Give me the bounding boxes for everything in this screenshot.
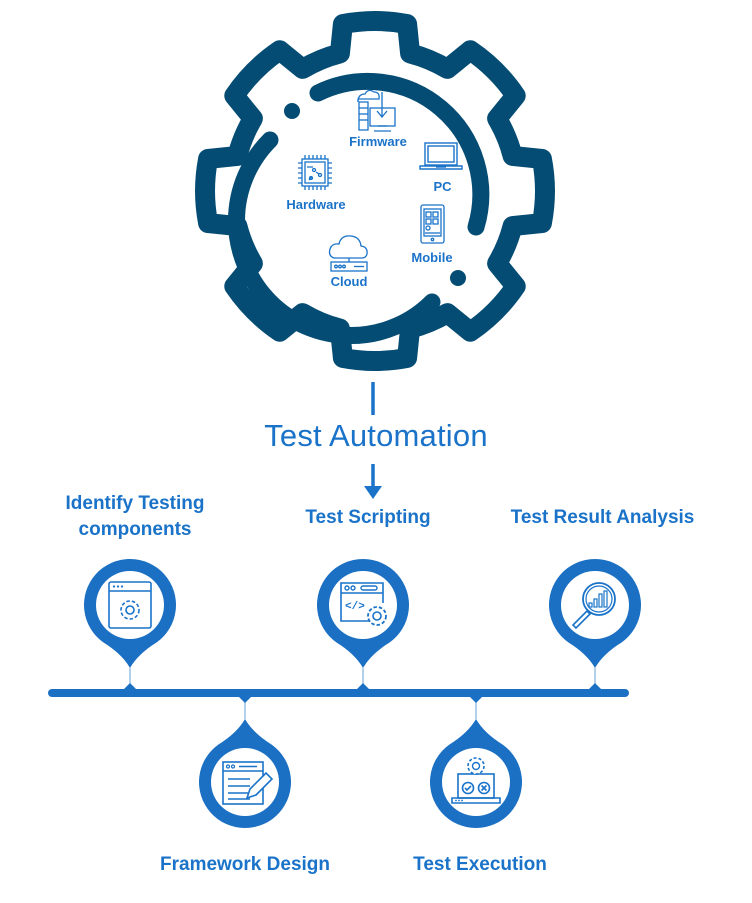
firmware-icon [357,89,396,132]
gear-dot-right [450,270,466,286]
gear-inner-arc-top [309,72,490,236]
gear-label-firmware: Firmware [349,134,407,149]
gear-inner-arc-left [227,131,441,345]
laptop-check-cross-icon [451,757,501,804]
document-pen-icon [222,761,274,805]
step-label-analysis: Test Result Analysis [510,507,695,528]
gear-icon [195,11,555,371]
magnifier-chart-icon [571,582,616,630]
pin-inner-circle [561,571,629,639]
step-label-framework: Framework Design [160,854,330,875]
step-pin-window-gear [84,558,176,690]
step-label-identify: Identify Testing components [30,491,240,543]
code-window-gear-icon: </> [340,582,387,626]
svg-text:</>: </> [345,601,365,613]
step-pin-code-window-gear: </> [317,558,410,690]
step-label-identify-line2: components [78,519,192,540]
arrow-down-icon [364,464,382,499]
gear-label-hardware: Hardware [286,197,346,212]
step-label-scripting: Test Scripting [305,507,431,528]
window-gear-icon [108,581,152,629]
page-title: Test Automation [264,418,488,453]
timeline-notch [356,683,370,690]
pin-inner-circle [96,571,164,639]
gear-label-pc: PC [433,179,452,194]
timeline-notch [123,683,137,690]
timeline-notch [588,683,602,690]
gear-label-cloud: Cloud [330,274,368,289]
step-pin-magnifier-chart [549,558,641,690]
step-label-identify-line1: Identify Testing [65,493,205,514]
step-pin-document-pen [199,696,291,829]
step-label-execution: Test Execution [413,854,547,875]
laptop-icon [419,142,463,170]
cloud-server-icon [328,235,368,272]
timeline-notch [469,696,483,703]
gear-label-mobile: Mobile [411,250,453,265]
mobile-icon [420,204,445,244]
pin-inner-circle [442,748,510,816]
timeline-notch [238,696,252,703]
step-pin-laptop-check-cross [430,696,522,829]
chip-icon [298,155,332,190]
gear-dot-left [284,103,300,119]
